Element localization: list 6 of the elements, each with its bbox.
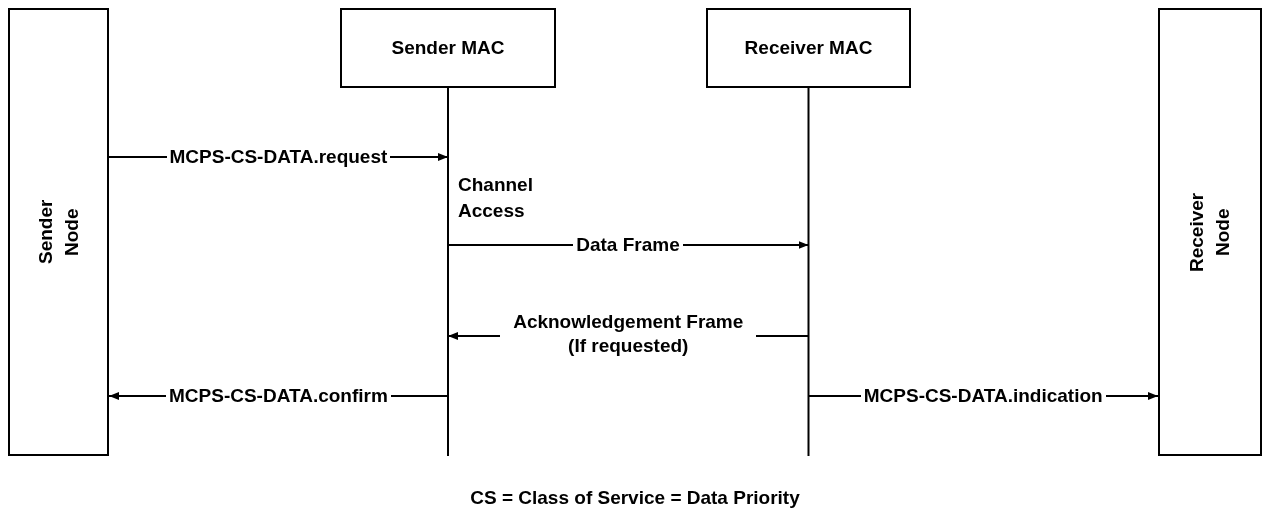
- note-text: Channel Access: [458, 173, 534, 223]
- lifeline-header-box: Sender MAC: [340, 8, 556, 88]
- actor-box: Sender Node: [8, 8, 109, 456]
- lifeline-header-box: Receiver MAC: [706, 8, 911, 88]
- caption: CS = Class of Service = Data Priority: [470, 487, 800, 509]
- actor-box: Receiver Node: [1158, 8, 1262, 456]
